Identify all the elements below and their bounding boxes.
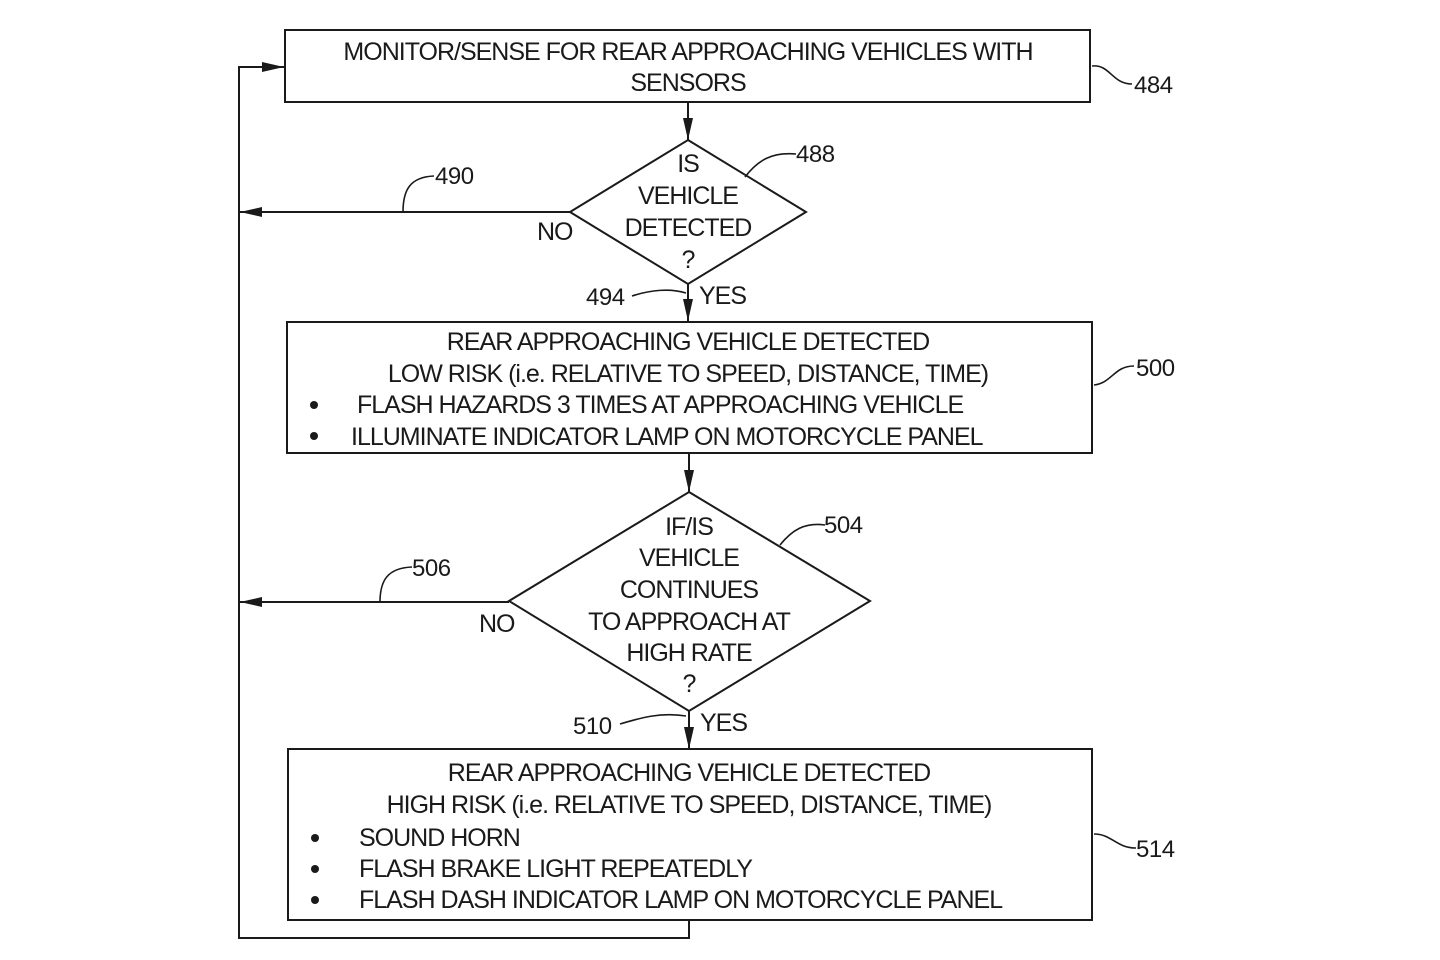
low-risk-bullet-2: ILLUMINATE INDICATOR LAMP ON MOTORCYCLE …: [351, 423, 984, 451]
decision-504-line-5: HIGH RATE: [626, 639, 752, 667]
high-risk-bullet-3: FLASH DASH INDICATOR LAMP ON MOTORCYCLE …: [359, 886, 1003, 914]
ref-490-leader: [402, 175, 435, 213]
monitor-line-1: MONITOR/SENSE FOR REAR APPROACHING VEHIC…: [343, 38, 1032, 66]
ref-494: 494: [586, 284, 625, 311]
decision-504-yes-label: YES: [700, 709, 747, 737]
ref-506-leader: [379, 566, 413, 603]
monitor-line-2: SENSORS: [630, 69, 746, 97]
high-risk-line-2: HIGH RISK (i.e. RELATIVE TO SPEED, DISTA…: [387, 791, 992, 819]
decision-488-line-1: IS: [677, 150, 699, 178]
decision-488-line-2: VEHICLE: [638, 182, 738, 210]
ref-488: 488: [796, 141, 835, 168]
ref-500: 500: [1136, 355, 1175, 382]
ref-504: 504: [824, 512, 863, 539]
low-risk-box: [286, 321, 1093, 454]
bullet-icon: [311, 896, 319, 904]
low-risk-line-1: REAR APPROACHING VEHICLE DETECTED: [447, 328, 929, 356]
decision-504-line-3: CONTINUES: [620, 576, 759, 604]
arrowhead-514: [684, 727, 694, 749]
ref-500-leader: [1093, 365, 1135, 386]
high-risk-line-1: REAR APPROACHING VEHICLE DETECTED: [448, 759, 930, 787]
decision-504-no-label: NO: [479, 610, 515, 638]
arrowhead-488: [683, 118, 693, 140]
arrowhead-504: [684, 470, 694, 492]
loop-back-line: [238, 66, 690, 939]
high-risk-bullet-2: FLASH BRAKE LIGHT REPEATEDLY: [359, 855, 753, 883]
low-risk-bullet-1: FLASH HAZARDS 3 TIMES AT APPROACHING VEH…: [357, 391, 963, 419]
ref-514: 514: [1136, 836, 1175, 863]
arrowhead-500: [683, 299, 693, 321]
decision-488-line-4: ?: [682, 246, 695, 274]
decision-504-line-4: TO APPROACH AT: [588, 608, 791, 636]
ref-510-leader: [619, 713, 687, 725]
decision-504-line-1: IF/IS: [665, 513, 713, 541]
decision-488-no-label: NO: [537, 218, 573, 246]
loop-back-arrowhead: [262, 62, 284, 72]
decision-488-line-3: DETECTED: [625, 214, 752, 242]
low-risk-line-2: LOW RISK (i.e. RELATIVE TO SPEED, DISTAN…: [388, 360, 988, 388]
ref-514-leader: [1093, 833, 1137, 849]
ref-506: 506: [412, 555, 451, 582]
decision-504-line-2: VEHICLE: [639, 544, 739, 572]
ref-484: 484: [1134, 72, 1173, 99]
ref-494-leader: [631, 289, 687, 297]
bullet-icon: [311, 834, 319, 842]
ref-488-leader: [744, 152, 797, 178]
ref-484-leader: [1091, 65, 1133, 85]
high-risk-box: [287, 748, 1093, 921]
ref-510: 510: [573, 713, 612, 740]
decision-504-line-6: ?: [683, 670, 696, 698]
no-branch-490-arrowhead: [240, 207, 262, 217]
no-branch-506-arrowhead: [240, 597, 262, 607]
bullet-icon: [310, 432, 318, 440]
decision-488-yes-label: YES: [699, 282, 746, 310]
ref-490: 490: [435, 163, 474, 190]
bullet-icon: [310, 401, 318, 409]
bullet-icon: [311, 865, 319, 873]
high-risk-bullet-1: SOUND HORN: [359, 824, 520, 852]
ref-504-leader: [779, 523, 826, 546]
